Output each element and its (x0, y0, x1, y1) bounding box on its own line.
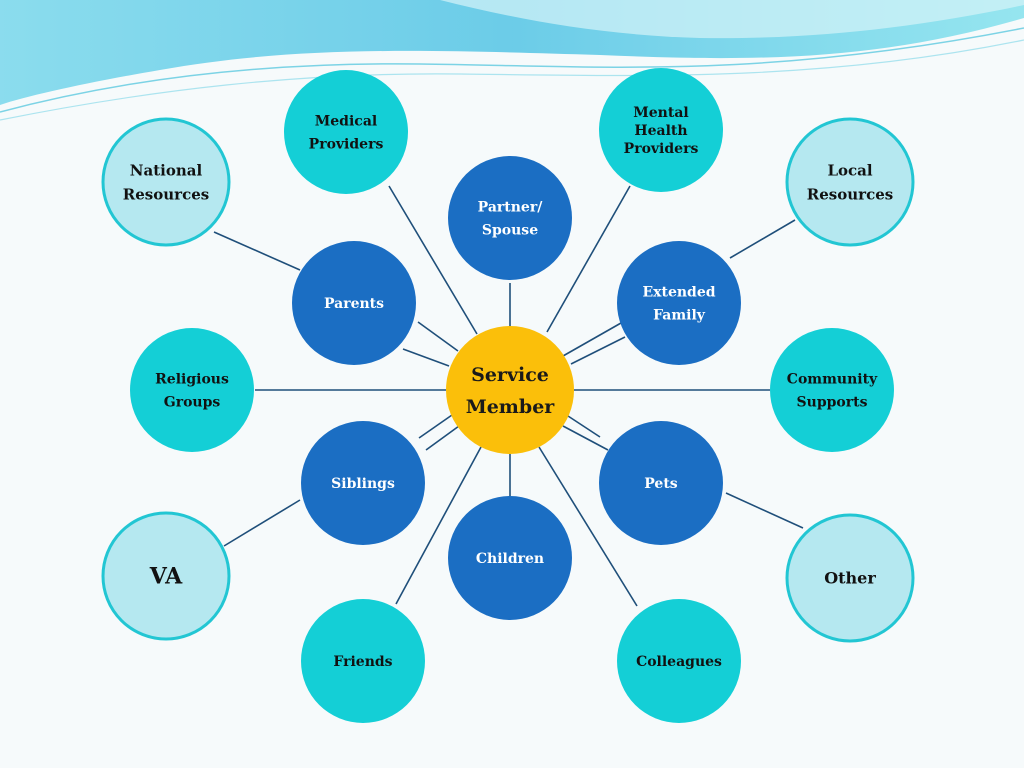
community-supports-label-line-1: Community (787, 371, 878, 387)
extended-family-label-line-1: Extended (642, 284, 715, 300)
local-resources-label-line-2: Resources (807, 185, 893, 203)
connector-line-3 (546, 185, 631, 333)
connector-line-17 (213, 231, 301, 271)
connector-line-4 (417, 321, 459, 352)
center-node-service-member[interactable]: Service Member (446, 326, 574, 454)
national-resources-label-line-1: National (130, 161, 203, 179)
siblings-circle (301, 421, 425, 545)
national-resources-circle (101, 117, 231, 247)
siblings-label-line-1: Siblings (331, 476, 395, 492)
connector-line-12 (567, 415, 601, 438)
religious-groups-label-line-1: Religious (155, 371, 229, 387)
extended-family-circle (617, 241, 741, 365)
medical-providers-label-line-2: Providers (309, 136, 384, 152)
community-supports-circle (770, 328, 894, 452)
va-circle (101, 511, 231, 641)
node-siblings[interactable]: Siblings (301, 421, 425, 545)
connector-line-5 (402, 348, 450, 367)
friends-label-line-1: Friends (333, 654, 392, 670)
religious-groups-circle (130, 328, 254, 452)
node-parents[interactable]: Parents (292, 241, 416, 365)
mental-health-providers-label-line-1: Mental (633, 105, 688, 121)
node-partner-spouse[interactable]: Partner/Spouse (448, 156, 572, 280)
header-wave-decoration (0, 0, 1024, 121)
node-friends[interactable]: Friends (301, 599, 425, 723)
parents-circle (292, 241, 416, 365)
partner-spouse-label-line-2: Spouse (482, 222, 538, 238)
connector-line-15 (395, 446, 482, 605)
connector-lines (213, 185, 804, 607)
node-colleagues[interactable]: Colleagues (617, 599, 741, 723)
children-label-line-1: Children (476, 551, 544, 567)
node-children[interactable]: Children (448, 496, 572, 620)
connector-line-19 (223, 499, 301, 547)
node-other[interactable]: Other (785, 513, 915, 643)
partner-spouse-circle (448, 156, 572, 280)
colleagues-circle (617, 599, 741, 723)
medical-providers-label-line-1: Medical (315, 113, 377, 129)
node-pets[interactable]: Pets (599, 421, 723, 545)
connector-line-18 (729, 219, 796, 259)
connector-line-2 (388, 185, 478, 335)
center-circle (446, 326, 574, 454)
pets-circle (599, 421, 723, 545)
center-label-line-2: Member (466, 396, 556, 418)
connector-line-11 (425, 425, 460, 451)
other-circle (785, 513, 915, 643)
religious-groups-label-line-2: Groups (164, 394, 221, 410)
connector-line-7 (570, 336, 626, 365)
friends-circle (301, 599, 425, 723)
connector-line-10 (418, 414, 453, 439)
va-label-line-1: VA (149, 564, 183, 590)
partner-spouse-label-line-1: Partner/ (478, 199, 544, 215)
colleagues-label-line-1: Colleagues (636, 654, 722, 670)
pets-label-line-1: Pets (644, 476, 678, 492)
medical-providers-circle (284, 70, 408, 194)
community-supports-label-line-2: Supports (797, 394, 868, 410)
connector-line-13 (562, 425, 609, 451)
local-resources-label-line-1: Local (827, 161, 872, 179)
connector-line-6 (562, 322, 622, 357)
children-circle (448, 496, 572, 620)
connector-line-20 (725, 492, 804, 529)
local-resources-circle (785, 117, 915, 247)
connector-line-16 (538, 446, 638, 607)
center-label-line-1: Service (471, 364, 549, 386)
mental-health-providers-label-line-2: Health (634, 123, 687, 139)
mental-health-providers-circle (599, 68, 723, 192)
national-resources-label-line-2: Resources (123, 185, 209, 203)
other-label-line-1: Other (824, 569, 876, 588)
node-va[interactable]: VA (101, 511, 231, 641)
mental-health-providers-label-line-3: Providers (624, 141, 699, 157)
extended-family-label-line-2: Family (653, 307, 706, 323)
parents-label-line-1: Parents (324, 296, 384, 312)
